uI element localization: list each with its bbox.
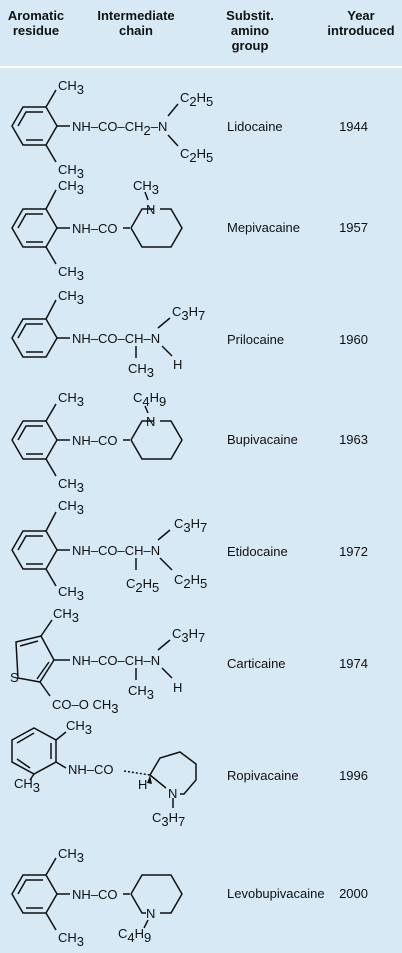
svg-text:CH3: CH3 — [58, 178, 84, 197]
svg-text:CH3: CH3 — [58, 584, 84, 603]
table-row-etidocaine: CH3 CH3 NH–CO–CH–N C3H7 C2H5 C2H5 Etidoc… — [0, 496, 402, 603]
svg-text:CH3: CH3 — [58, 476, 84, 495]
svg-text:N: N — [146, 414, 155, 429]
header-aromatic-residue: Aromatic residue — [4, 8, 68, 38]
header-text: residue — [12, 23, 60, 38]
svg-text:H: H — [138, 777, 147, 792]
svg-text:CH3: CH3 — [58, 288, 84, 307]
header-divider — [0, 66, 402, 68]
svg-text:N: N — [146, 906, 155, 921]
drug-name: Prilocaine — [227, 332, 285, 347]
svg-text:CH3: CH3 — [58, 498, 84, 517]
svg-text:NH–CO: NH–CO — [68, 762, 114, 777]
header-text: introduced — [327, 23, 395, 38]
structure-bupivacaine: CH3 CH3 NH–CO N C4H9 — [11, 390, 183, 495]
table-row-mepivacaine: CH3 CH3 NH–CO N CH3 Mepivacaine 1957 — [0, 178, 402, 283]
header-year-introduced: Year introduced — [322, 8, 400, 38]
svg-text:C2H5: C2H5 — [180, 146, 213, 165]
svg-text:C2H5: C2H5 — [174, 572, 207, 591]
svg-text:NH–CO: NH–CO — [72, 887, 118, 902]
year-introduced: 1963 — [339, 432, 368, 447]
header-intermediate-chain: Intermediate chain — [88, 8, 184, 38]
drug-name: Bupivacaine — [227, 432, 298, 447]
header-text: group — [231, 38, 269, 53]
svg-text:C3H7: C3H7 — [172, 626, 205, 645]
svg-text:S: S — [10, 670, 19, 685]
svg-text:NH–CO–CH2–N: NH–CO–CH2–N — [72, 119, 167, 138]
svg-text:CO–O CH3: CO–O CH3 — [52, 697, 118, 716]
table-row-prilocaine: CH3 NH–CO–CH–N C3H7 H CH3 Prilocaine 196… — [0, 284, 402, 384]
header-text: Intermediate — [97, 8, 175, 23]
svg-text:NH–CO–CH–N: NH–CO–CH–N — [72, 653, 160, 668]
svg-text:N: N — [168, 786, 177, 801]
year-introduced: 1944 — [339, 119, 368, 134]
header-text: Substit. — [226, 8, 274, 23]
svg-text:CH3: CH3 — [58, 162, 84, 181]
year-introduced: 1972 — [339, 544, 368, 559]
svg-text:CH3: CH3 — [58, 930, 84, 949]
table-row-carticaine: CH3 S NH–CO–CH–N C3H7 H CH3 CO–O CH3 Car… — [0, 602, 402, 716]
drug-name: Carticaine — [227, 656, 286, 671]
svg-text:CH3: CH3 — [14, 776, 40, 795]
svg-text:CH3: CH3 — [66, 718, 92, 737]
header-text: Year — [347, 8, 375, 23]
svg-text:CH3: CH3 — [58, 846, 84, 865]
svg-text:CH3: CH3 — [53, 606, 79, 625]
structure-levobupivacaine: CH3 CH3 NH–CO N C4H9 — [11, 846, 183, 949]
year-introduced: 2000 — [339, 886, 368, 901]
svg-text:CH3: CH3 — [58, 390, 84, 409]
structure-ropivacaine: CH3 CH3 NH–CO H N C3H7 — [11, 718, 197, 829]
svg-text:NH–CO–CH–N: NH–CO–CH–N — [72, 543, 160, 558]
structure-carticaine: CH3 S NH–CO–CH–N C3H7 H CH3 CO–O CH3 — [10, 606, 205, 716]
header-substituted-amino-group: Substit. amino group — [220, 8, 280, 53]
drug-name: Etidocaine — [227, 544, 288, 559]
structure-mepivacaine: CH3 CH3 NH–CO N CH3 — [11, 178, 183, 283]
svg-text:H: H — [173, 680, 182, 695]
svg-text:CH3: CH3 — [128, 683, 154, 702]
svg-text:CH3: CH3 — [58, 78, 84, 97]
table-row-bupivacaine: CH3 CH3 NH–CO N C4H9 Bupivacaine 1963 — [0, 388, 402, 495]
header-text: amino — [230, 23, 270, 38]
svg-text:H: H — [173, 357, 182, 372]
svg-text:NH–CO: NH–CO — [72, 221, 118, 236]
table-row-levobupivacaine: CH3 CH3 NH–CO N C4H9 Levobupivacaine 200… — [0, 838, 402, 950]
drug-name: Mepivacaine — [227, 220, 300, 235]
svg-text:C2H5: C2H5 — [180, 90, 213, 109]
structure-lidocaine: CH3 CH3 NH–CO–CH2–N C2H5 C2H5 — [11, 78, 213, 181]
year-introduced: 1957 — [339, 220, 368, 235]
svg-text:C3H7: C3H7 — [152, 810, 185, 829]
drug-name: Lidocaine — [227, 119, 283, 134]
svg-text:C3H7: C3H7 — [172, 304, 205, 323]
structure-prilocaine: CH3 NH–CO–CH–N C3H7 H CH3 — [11, 288, 205, 380]
svg-text:NH–CO–CH–N: NH–CO–CH–N — [72, 331, 160, 346]
svg-text:C4H9: C4H9 — [118, 926, 151, 945]
drug-name: Levobupivacaine — [227, 886, 325, 901]
header-text: chain — [119, 23, 153, 38]
table-row-lidocaine: CH3 CH3 NH–CO–CH2–N C2H5 C2H5 Lidocaine … — [0, 78, 402, 181]
svg-text:N: N — [146, 202, 155, 217]
svg-text:C4H9: C4H9 — [133, 390, 166, 409]
svg-text:C2H5: C2H5 — [126, 576, 159, 595]
svg-text:CH3: CH3 — [133, 178, 159, 197]
svg-text:CH3: CH3 — [58, 264, 84, 283]
table-header: Aromatic residue Intermediate chain Subs… — [0, 0, 402, 66]
svg-text:C3H7: C3H7 — [174, 516, 207, 535]
table-row-ropivacaine: CH3 CH3 NH–CO H N C3H7 Ropivacaine 1996 — [0, 712, 402, 836]
drug-name: Ropivacaine — [227, 768, 299, 783]
year-introduced: 1996 — [339, 768, 368, 783]
year-introduced: 1960 — [339, 332, 368, 347]
svg-text:CH3: CH3 — [128, 361, 154, 380]
year-introduced: 1974 — [339, 656, 368, 671]
structure-etidocaine: CH3 CH3 NH–CO–CH–N C3H7 C2H5 C2H5 — [11, 498, 207, 603]
header-text: Aromatic — [7, 8, 65, 23]
svg-text:NH–CO: NH–CO — [72, 433, 118, 448]
